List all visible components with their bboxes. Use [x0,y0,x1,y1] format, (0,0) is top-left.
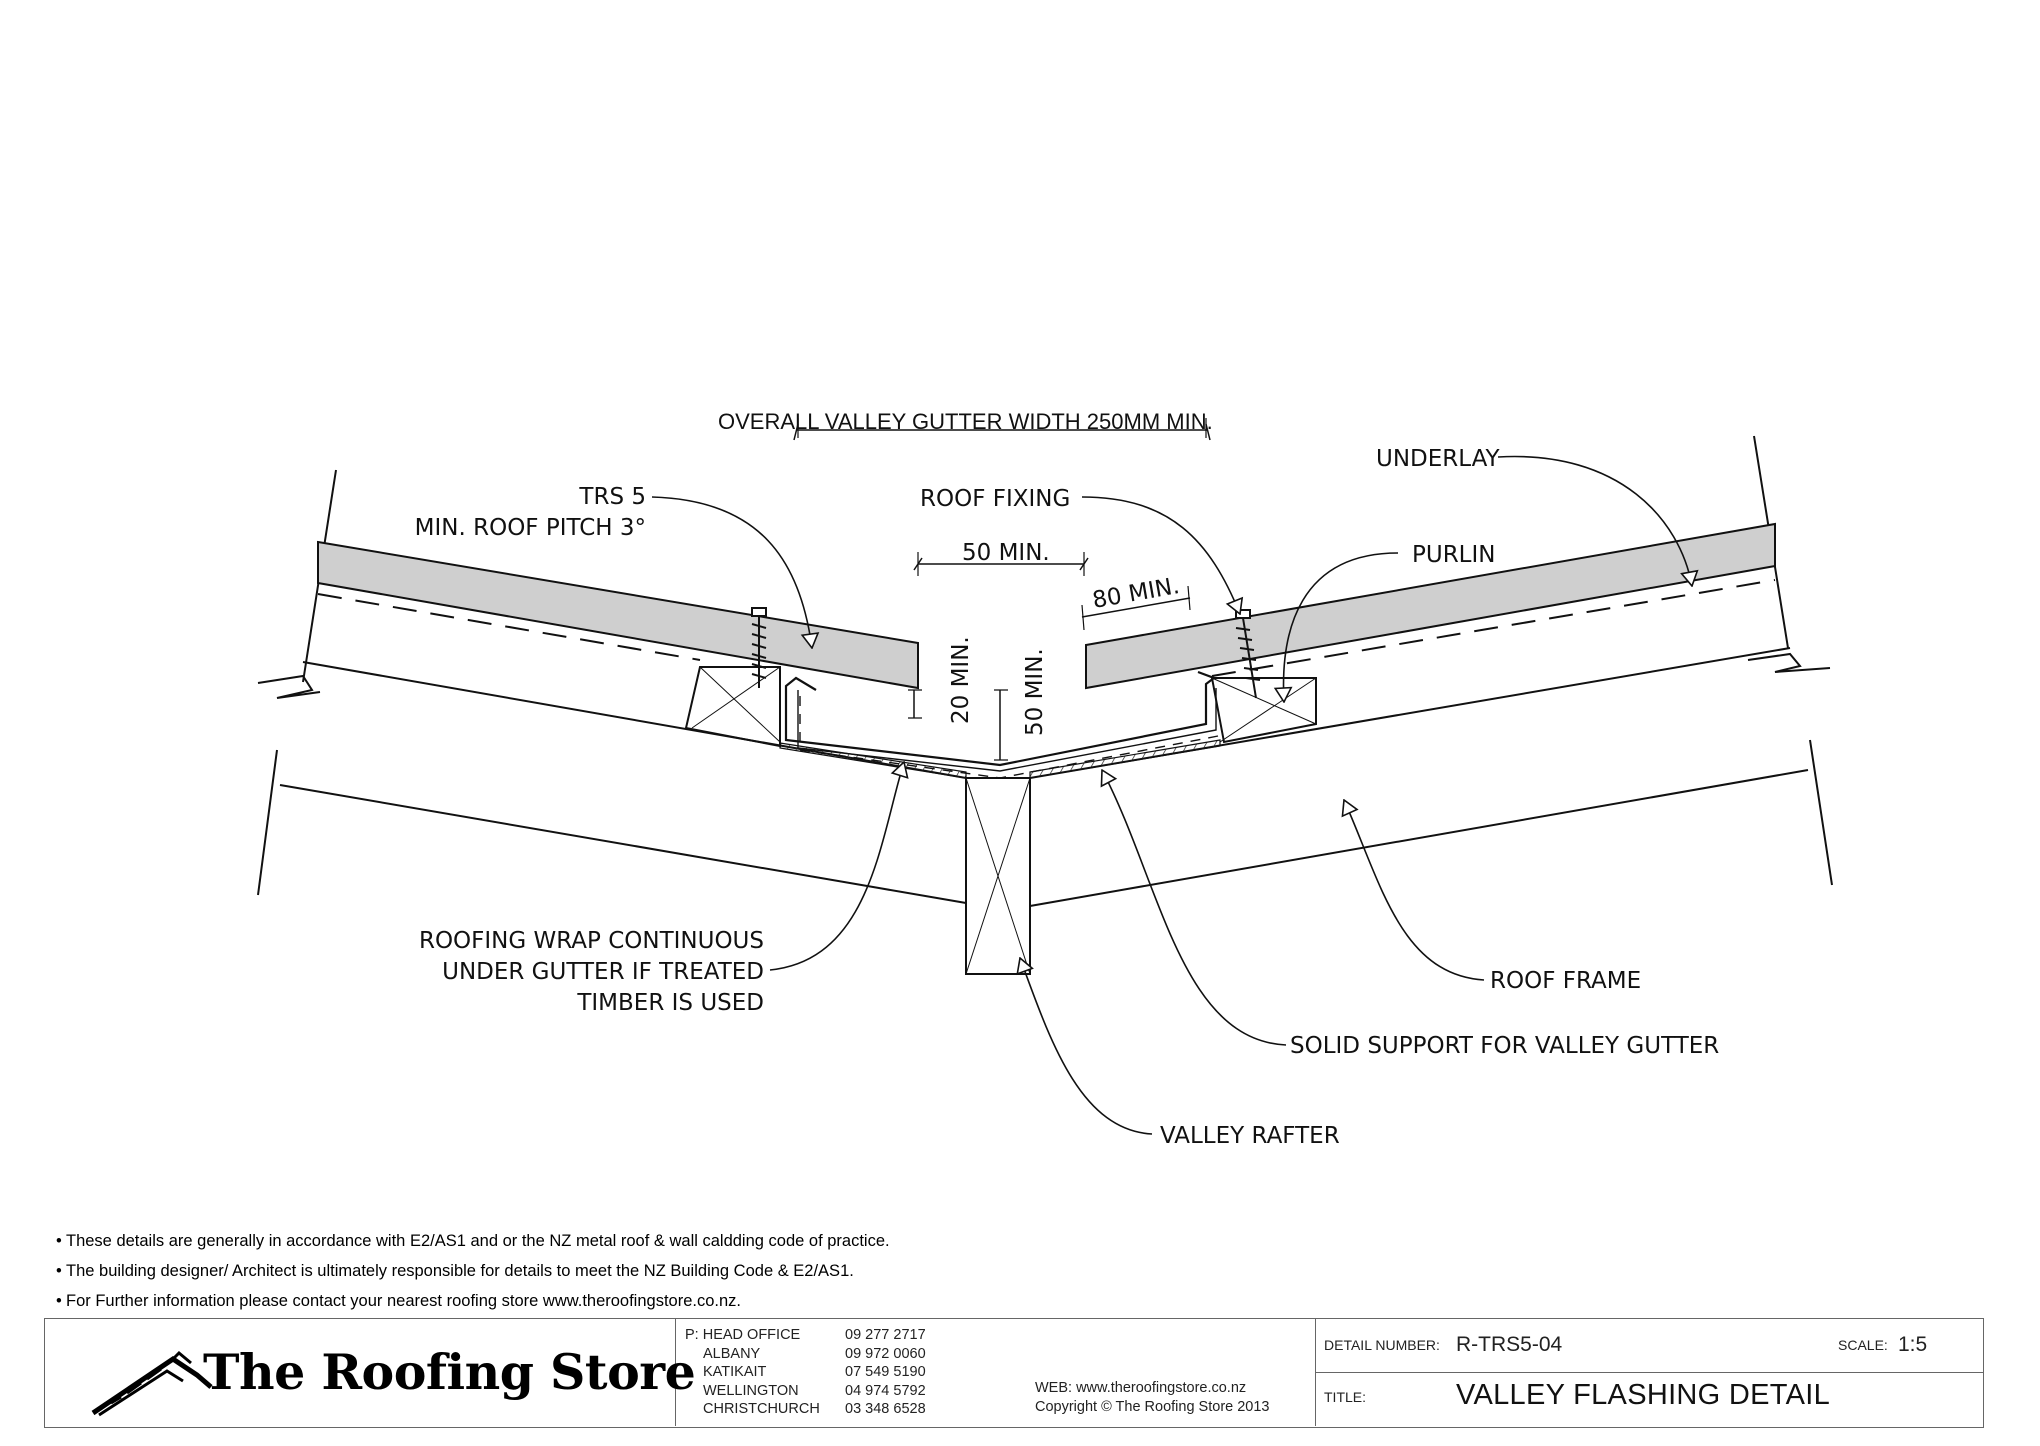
roof-fixing-label: ROOF FIXING [920,486,1070,512]
left-roof-fixing-screw [751,607,767,688]
min-roof-pitch-label: MIN. ROOF PITCH 3° [415,515,646,541]
leader-roof-fixing [1081,496,1240,614]
roof-logo-icon [91,1350,213,1417]
detail-number-label: DETAIL NUMBER: [1324,1337,1440,1353]
leader-roof-frame [1344,800,1485,981]
purlin-label: PURLIN [1412,542,1496,568]
logo-text: The Roofing Store [203,1343,696,1401]
right-wall-line [1753,435,1833,886]
leader-underlay [1497,455,1692,586]
dim-50-min-vertical-label: 50 MIN. [1022,648,1048,736]
trs5-label: TRS 5 [578,484,646,510]
roofing-wrap-label-line1: ROOFING WRAP CONTINUOUS [419,928,764,954]
leader-trs5 [651,496,812,648]
drawing-title: VALLEY FLASHING DETAIL [1456,1379,1831,1411]
right-rafter-bottom [1029,769,1809,907]
note-item: •The building designer/ Architect is ult… [56,1262,854,1280]
detail-number-value: R-TRS5-04 [1456,1333,1563,1356]
overall-dimension-label: OVERALL VALLEY GUTTER WIDTH 250MM MIN. [718,409,1213,434]
scale-value: 1:5 [1898,1333,1928,1356]
left-wall-line [257,469,337,896]
roof-frame-label: ROOF FRAME [1490,968,1641,994]
right-roof-sheet [1085,522,1776,690]
roofing-wrap-label-line3: TIMBER IS USED [576,990,764,1016]
right-break-symbol [1747,652,1831,673]
left-roof-sheet [317,540,919,690]
valley-gutter-flashing [784,670,1217,767]
left-rafter-bottom [279,784,967,904]
note-item: •These details are generally in accordan… [56,1232,890,1250]
logo-cell: The Roofing Store [45,1319,696,1426]
right-solid-support [1029,739,1221,779]
scale-label: SCALE: [1838,1337,1888,1353]
left-break-symbol [257,674,321,699]
valley-rafter-label: VALLEY RAFTER [1160,1123,1340,1149]
general-notes: •These details are generally in accordan… [56,1226,890,1316]
website-link[interactable]: WEB: www.theroofingstore.co.nz [1035,1380,1247,1396]
left-underlay-line [317,593,701,661]
underlay-label: UNDERLAY [1376,446,1501,472]
copyright-text: Copyright © The Roofing Store 2013 [1035,1399,1270,1415]
leader-solid-support [1102,770,1287,1046]
detail-info: DETAIL NUMBER: R-TRS5-04 SCALE: 1:5 TITL… [1315,1319,1984,1426]
dim-20-min-label: 20 MIN. [948,636,974,724]
right-underlay-line [1211,579,1776,677]
leader-valley-rafter [1020,958,1153,1135]
title-label: TITLE: [1324,1389,1367,1405]
left-purlin [684,666,781,748]
web-copyright: WEB: www.theroofingstore.co.nz Copyright… [1035,1379,1270,1417]
dim-50-min-label: 50 MIN. [962,540,1050,566]
solid-support-label: SOLID SUPPORT FOR VALLEY GUTTER [1290,1033,1719,1059]
leader-roofing-wrap [769,762,904,971]
leader-purlin [1284,552,1399,702]
roofing-wrap-label-line2: UNDER GUTTER IF TREATED [442,959,764,985]
note-item: •For Further information please contact … [56,1292,741,1310]
